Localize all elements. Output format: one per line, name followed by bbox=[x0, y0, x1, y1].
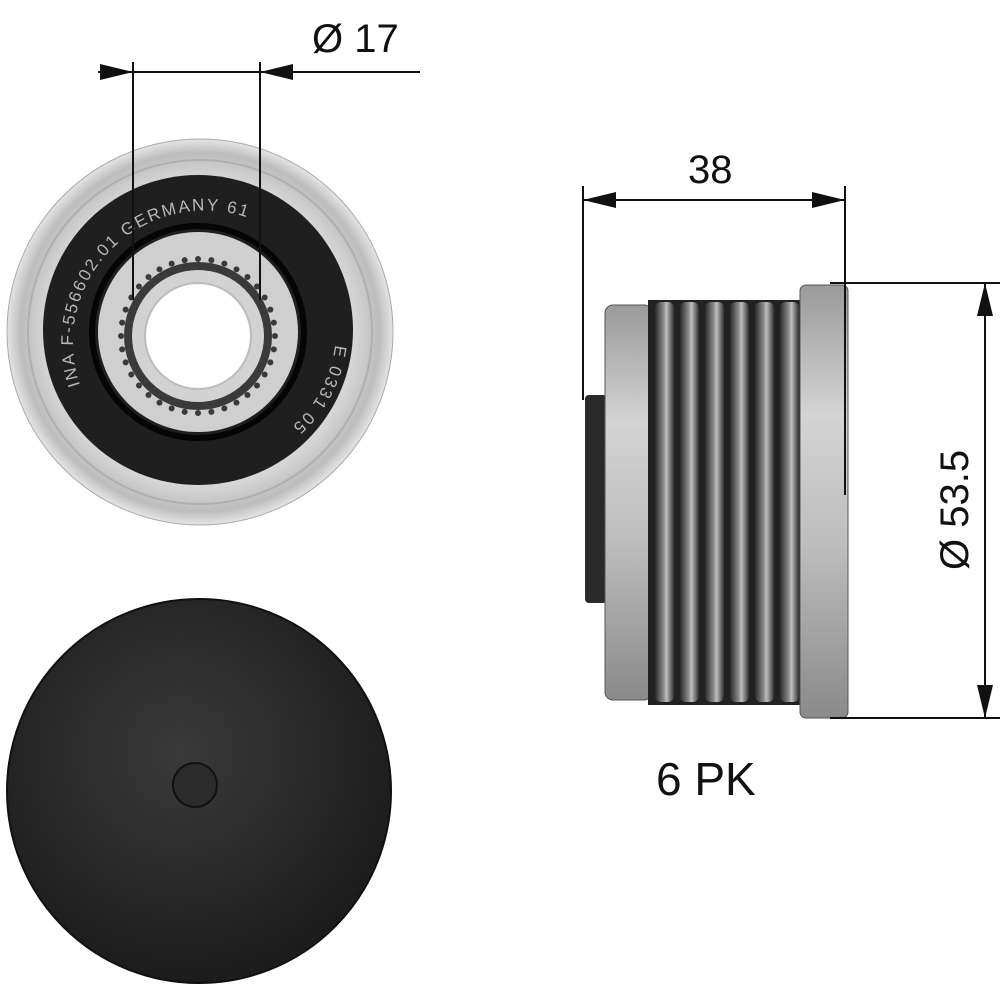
cap-nub bbox=[172, 762, 218, 808]
spline-tooth bbox=[267, 306, 274, 313]
spline-tooth bbox=[267, 359, 274, 366]
spline-tooth bbox=[208, 408, 215, 415]
spline-tooth bbox=[122, 359, 129, 366]
spline-tooth bbox=[122, 306, 129, 313]
belt-rib bbox=[680, 302, 699, 702]
spline-tooth bbox=[181, 408, 188, 415]
spline-tooth bbox=[181, 257, 188, 264]
spline-tooth bbox=[208, 257, 215, 264]
spline-tooth bbox=[136, 382, 143, 389]
belt-rib bbox=[780, 302, 799, 702]
belt-rib bbox=[755, 302, 774, 702]
belt-ribs bbox=[655, 302, 799, 702]
spline-tooth bbox=[168, 260, 175, 267]
spline-tooth bbox=[270, 346, 277, 353]
inner-diameter-label: Ø 17 bbox=[312, 17, 399, 61]
spline-tooth bbox=[261, 294, 268, 301]
spline-tooth bbox=[261, 371, 268, 378]
dimension-lines bbox=[98, 62, 1000, 719]
spline-tooth bbox=[128, 371, 135, 378]
spline-tooth bbox=[168, 405, 175, 412]
spline-tooth bbox=[156, 266, 163, 273]
pulley-side-view bbox=[585, 284, 849, 719]
width-label: 38 bbox=[688, 148, 733, 192]
spline-tooth bbox=[119, 319, 126, 326]
spline-tooth bbox=[195, 256, 201, 262]
spline-tooth bbox=[253, 382, 260, 389]
spline-tooth bbox=[145, 391, 152, 398]
belt-rib bbox=[730, 302, 749, 702]
belt-rib bbox=[655, 302, 674, 702]
spline-tooth bbox=[233, 399, 240, 406]
spline-tooth bbox=[195, 410, 201, 416]
belt-rib bbox=[705, 302, 724, 702]
spline-tooth bbox=[270, 319, 277, 326]
spline-tooth bbox=[221, 260, 228, 267]
spline-tooth bbox=[244, 274, 251, 281]
spline-tooth bbox=[119, 346, 126, 353]
pulley-front-view: INA F-556602.01 GERMANY 61 E 0331 05 bbox=[6, 138, 394, 526]
outer-diameter-label: Ø 53.5 bbox=[933, 450, 977, 570]
spline-tooth bbox=[156, 399, 163, 406]
spline-tooth bbox=[244, 391, 251, 398]
spline-tooth bbox=[136, 283, 143, 290]
protective-cap bbox=[6, 598, 392, 984]
spline-tooth bbox=[221, 405, 228, 412]
spline-tooth bbox=[272, 333, 278, 339]
dimension-arrows bbox=[100, 64, 993, 718]
spline-tooth bbox=[118, 333, 124, 339]
bore bbox=[144, 282, 252, 390]
spline-tooth bbox=[253, 283, 260, 290]
spline-tooth bbox=[233, 266, 240, 273]
belt-profile-label: 6 PK bbox=[656, 753, 756, 805]
spline-tooth bbox=[145, 274, 152, 281]
